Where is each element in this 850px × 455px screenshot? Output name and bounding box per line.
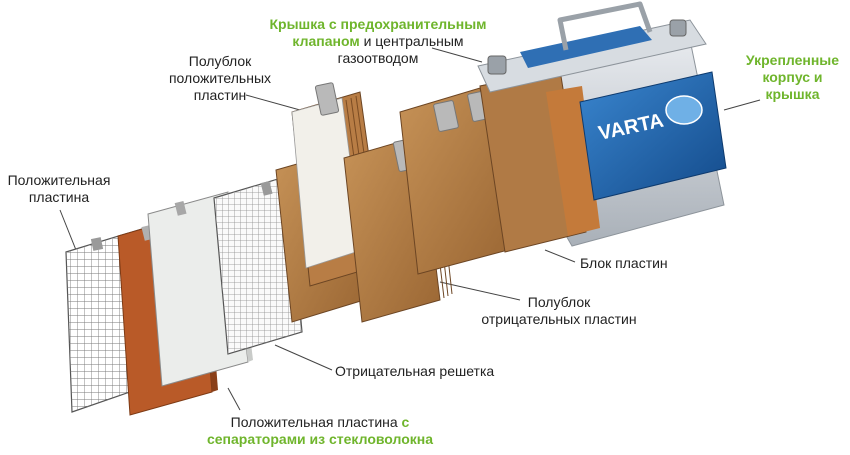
label-negative-half-block-line1: Полублок [527,294,591,310]
label-positive-half-block-line1: Полублок [188,53,252,69]
battery-case: VARTA [477,1,727,253]
carry-handle [557,1,653,51]
label-lid-valve-line3: газоотводом [337,50,419,66]
label-positive-plate: Положительная пластина [0,172,118,206]
start-stop-badge-icon [665,95,703,125]
leader-lines [59,47,761,411]
label-positive-plate-separators: Положительная пластина с сепараторами из… [180,414,460,448]
label-reinforced-case-line3: крышка [765,86,820,102]
label-negative-grid-line1: Отрицательная решетка [335,363,495,379]
label-lid-valve: Крышка с предохранительным клапаном и це… [258,16,498,67]
label-positive-half-block-line2: положительных [168,70,272,86]
label-lid-valve-line2-rest: и центральным [359,33,464,49]
label-positive-plate-separators-line1: Положительная пластина [230,414,398,430]
label-reinforced-case-line2: корпус и [762,69,823,85]
label-positive-plate-separators-line1-green: с [397,414,410,430]
label-lid-valve-line2-green: клапаном [292,33,360,49]
label-negative-half-block: Полублок отрицательных пластин [464,294,654,328]
label-positive-half-block: Полублок положительных пластин [160,53,280,104]
label-negative-grid: Отрицательная решетка [335,363,525,380]
label-positive-half-block-line3: пластин [193,87,247,103]
label-negative-half-block-line2: отрицательных пластин [481,311,637,327]
label-reinforced-case: Укрепленные корпус и крышка [735,52,850,103]
label-lid-valve-line1: Крышка с предохранительным [269,16,487,32]
label-positive-plate-line1: Положительная [7,172,111,188]
label-reinforced-case-line1: Укрепленные [745,52,840,68]
label-positive-plate-line2: пластина [28,189,90,205]
label-positive-plate-separators-line2: сепараторами из стекловолокна [206,431,434,447]
label-plate-block: Блок пластин [580,255,700,272]
negative-grid [213,175,303,355]
label-plate-block-line1: Блок пластин [580,255,668,271]
